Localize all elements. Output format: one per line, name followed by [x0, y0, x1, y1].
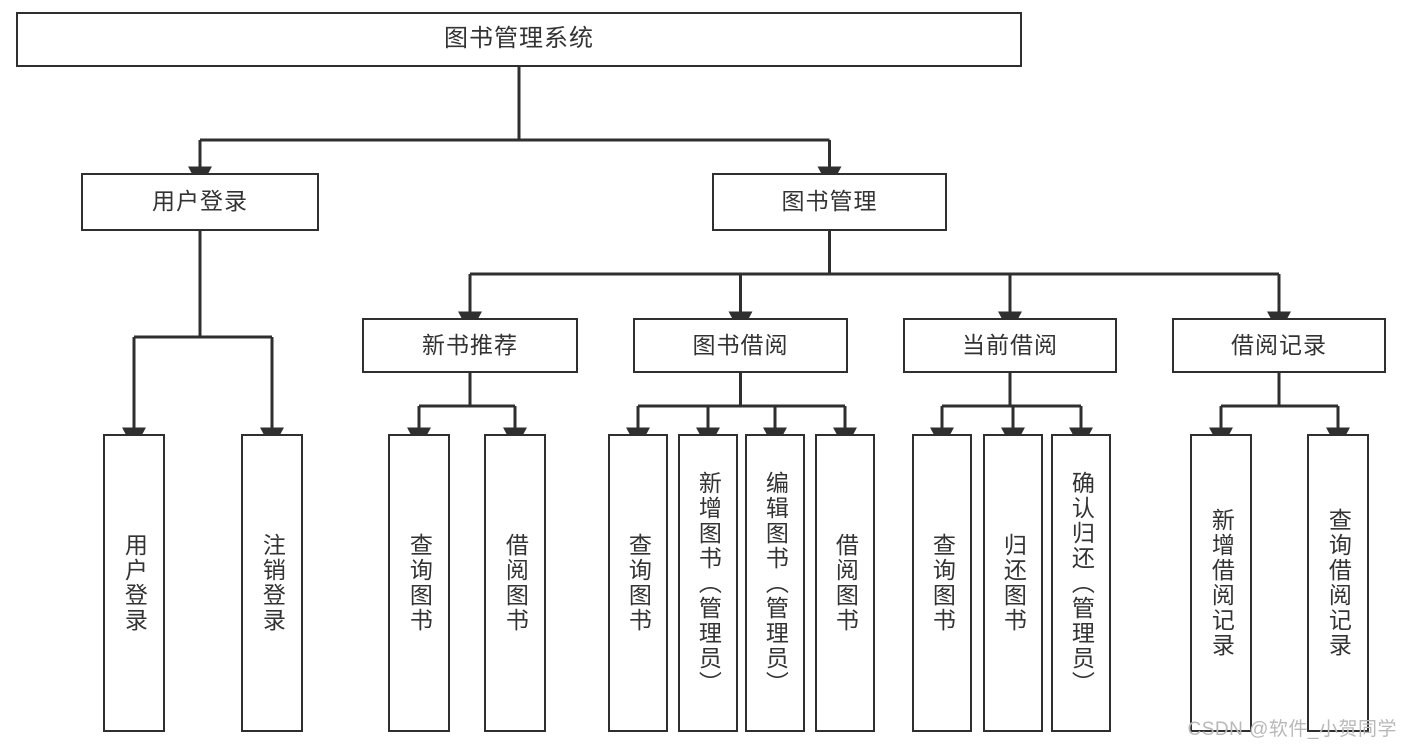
leaf-add-borrow-record-label: 新增借阅记录 — [1208, 508, 1235, 658]
node-current-borrow-label: 当前借阅 — [962, 331, 1058, 358]
leaf-borrow-book[interactable]: 借阅图书 — [815, 434, 875, 732]
leaf-return-book[interactable]: 归还图书 — [983, 434, 1043, 732]
leaf-query-book-borrow[interactable]: 查询图书 — [608, 434, 668, 732]
node-new-book-recommend-label: 新书推荐 — [422, 331, 518, 358]
node-book-borrow[interactable]: 图书借阅 — [633, 318, 848, 373]
node-book-management-label: 图书管理 — [781, 188, 878, 215]
leaf-logout-label: 注销登录 — [259, 533, 286, 633]
leaf-edit-book[interactable]: 编辑图书（管理员） — [745, 434, 805, 732]
node-borrow-record[interactable]: 借阅记录 — [1172, 318, 1386, 373]
leaf-confirm-return[interactable]: 确认归还（管理员） — [1051, 434, 1111, 732]
node-current-borrow[interactable]: 当前借阅 — [903, 318, 1117, 373]
node-user-login-label: 用户登录 — [152, 188, 248, 215]
node-borrow-record-label: 借阅记录 — [1231, 331, 1327, 358]
node-new-book-recommend[interactable]: 新书推荐 — [362, 318, 578, 373]
leaf-query-book-current[interactable]: 查询图书 — [912, 434, 972, 732]
leaf-query-book-recommend[interactable]: 查询图书 — [388, 434, 450, 732]
leaf-query-book-recommend-label: 查询图书 — [406, 533, 433, 633]
leaf-borrow-book-recommend-label: 借阅图书 — [502, 533, 529, 633]
leaf-confirm-return-label: 确认归还（管理员） — [1068, 470, 1095, 696]
leaf-add-book[interactable]: 新增图书（管理员） — [678, 434, 738, 732]
leaf-add-borrow-record[interactable]: 新增借阅记录 — [1190, 434, 1252, 732]
leaf-user-login-label: 用户登录 — [121, 533, 148, 633]
leaf-borrow-book-label: 借阅图书 — [832, 533, 859, 633]
leaf-logout[interactable]: 注销登录 — [241, 434, 303, 732]
leaf-query-book-borrow-label: 查询图书 — [625, 533, 652, 633]
leaf-query-book-current-label: 查询图书 — [929, 533, 956, 633]
leaf-return-book-label: 归还图书 — [1000, 533, 1027, 633]
leaf-query-borrow-record[interactable]: 查询借阅记录 — [1307, 434, 1369, 732]
leaf-borrow-book-recommend[interactable]: 借阅图书 — [484, 434, 546, 732]
node-book-borrow-label: 图书借阅 — [692, 331, 789, 358]
node-root[interactable]: 图书管理系统 — [16, 12, 1022, 67]
leaf-user-login[interactable]: 用户登录 — [103, 434, 165, 732]
leaf-edit-book-label: 编辑图书（管理员） — [762, 470, 789, 696]
leaf-query-borrow-record-label: 查询借阅记录 — [1325, 508, 1352, 658]
node-user-login[interactable]: 用户登录 — [81, 173, 319, 231]
leaf-add-book-label: 新增图书（管理员） — [695, 470, 722, 696]
csdn-watermark: CSDN @软件_小贺同学 — [1187, 719, 1397, 740]
node-book-management[interactable]: 图书管理 — [712, 173, 947, 231]
node-root-label: 图书管理系统 — [444, 25, 594, 53]
